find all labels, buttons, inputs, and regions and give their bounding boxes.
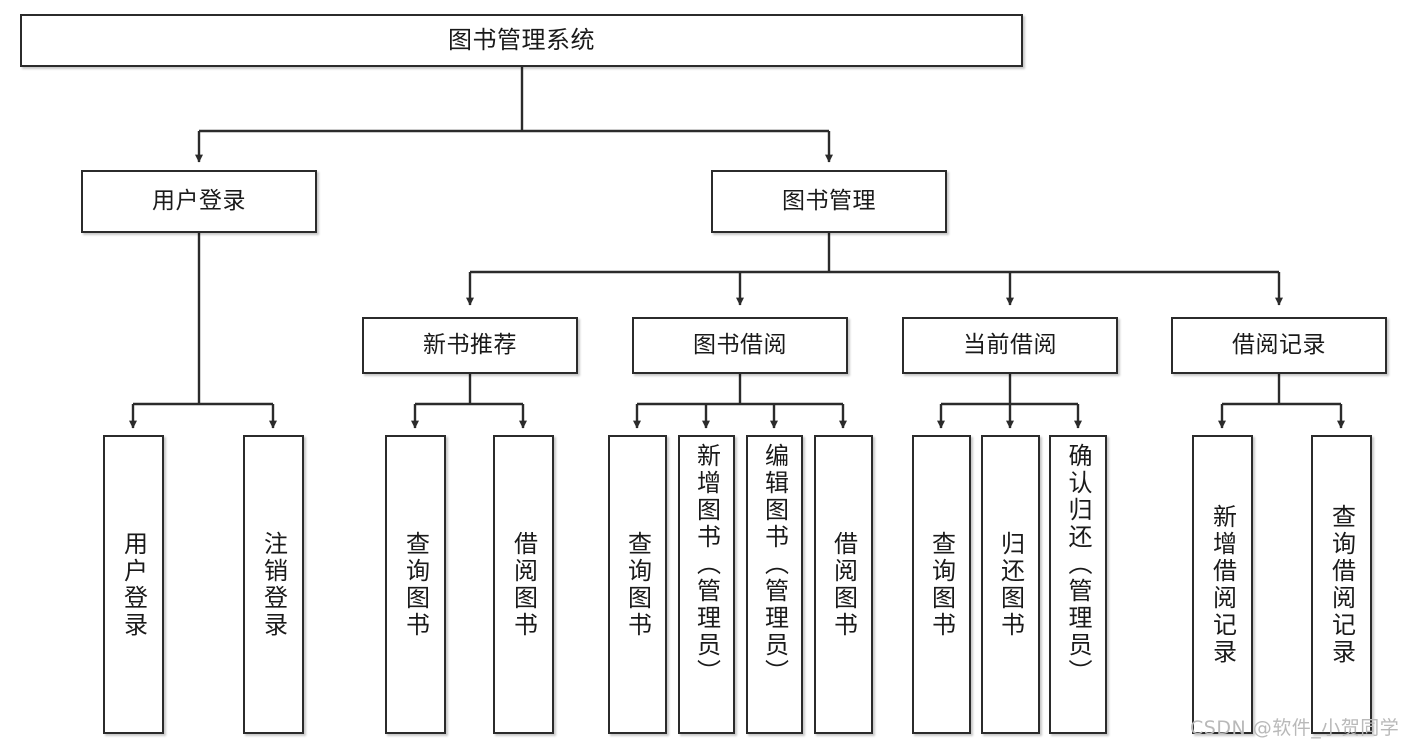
- node-leaf-user-login-label: 用户登录: [119, 530, 148, 639]
- node-leaf-query-book-3[interactable]: 查询图书: [912, 435, 971, 734]
- node-root[interactable]: 图书管理系统: [20, 14, 1023, 67]
- node-borrow-record[interactable]: 借阅记录: [1171, 317, 1387, 374]
- node-leaf-query-book-1-label: 查询图书: [401, 530, 430, 639]
- node-new-book-recommend-label: 新书推荐: [423, 331, 517, 358]
- node-leaf-add-record[interactable]: 新增借阅记录: [1192, 435, 1253, 734]
- node-root-label: 图书管理系统: [448, 26, 595, 55]
- node-leaf-query-book-2-label: 查询图书: [623, 530, 652, 639]
- node-leaf-edit-book-label: 编辑图书（管理员）: [760, 443, 789, 686]
- node-current-borrow-label: 当前借阅: [963, 331, 1057, 358]
- node-leaf-query-book-2[interactable]: 查询图书: [608, 435, 667, 734]
- node-leaf-add-book[interactable]: 新增图书（管理员）: [678, 435, 735, 734]
- node-leaf-return-book[interactable]: 归还图书: [981, 435, 1040, 734]
- node-leaf-user-login[interactable]: 用户登录: [103, 435, 164, 734]
- node-leaf-add-book-label: 新增图书（管理员）: [692, 443, 721, 686]
- node-book-borrow[interactable]: 图书借阅: [632, 317, 848, 374]
- node-leaf-query-record[interactable]: 查询借阅记录: [1311, 435, 1372, 734]
- node-leaf-confirm-return[interactable]: 确认归还（管理员）: [1049, 435, 1107, 734]
- node-leaf-return-book-label: 归还图书: [996, 530, 1025, 639]
- node-book-management[interactable]: 图书管理: [711, 170, 947, 233]
- node-leaf-add-record-label: 新增借阅记录: [1208, 503, 1237, 666]
- node-user-login[interactable]: 用户登录: [81, 170, 317, 233]
- node-leaf-query-book-3-label: 查询图书: [927, 530, 956, 639]
- node-leaf-query-book-1[interactable]: 查询图书: [385, 435, 446, 734]
- node-leaf-logout[interactable]: 注销登录: [243, 435, 304, 734]
- node-leaf-borrow-book-2-label: 借阅图书: [829, 530, 858, 639]
- node-leaf-query-record-label: 查询借阅记录: [1327, 503, 1356, 666]
- node-book-borrow-label: 图书借阅: [693, 331, 787, 358]
- node-borrow-record-label: 借阅记录: [1232, 331, 1326, 358]
- node-leaf-confirm-return-label: 确认归还（管理员）: [1064, 443, 1092, 686]
- node-current-borrow[interactable]: 当前借阅: [902, 317, 1118, 374]
- node-new-book-recommend[interactable]: 新书推荐: [362, 317, 578, 374]
- node-leaf-edit-book[interactable]: 编辑图书（管理员）: [746, 435, 803, 734]
- node-leaf-borrow-book-2[interactable]: 借阅图书: [814, 435, 873, 734]
- node-leaf-borrow-book-1-label: 借阅图书: [509, 530, 538, 639]
- node-leaf-borrow-book-1[interactable]: 借阅图书: [493, 435, 554, 734]
- node-user-login-label: 用户登录: [152, 187, 246, 214]
- node-leaf-logout-label: 注销登录: [259, 530, 288, 639]
- node-book-management-label: 图书管理: [782, 187, 876, 214]
